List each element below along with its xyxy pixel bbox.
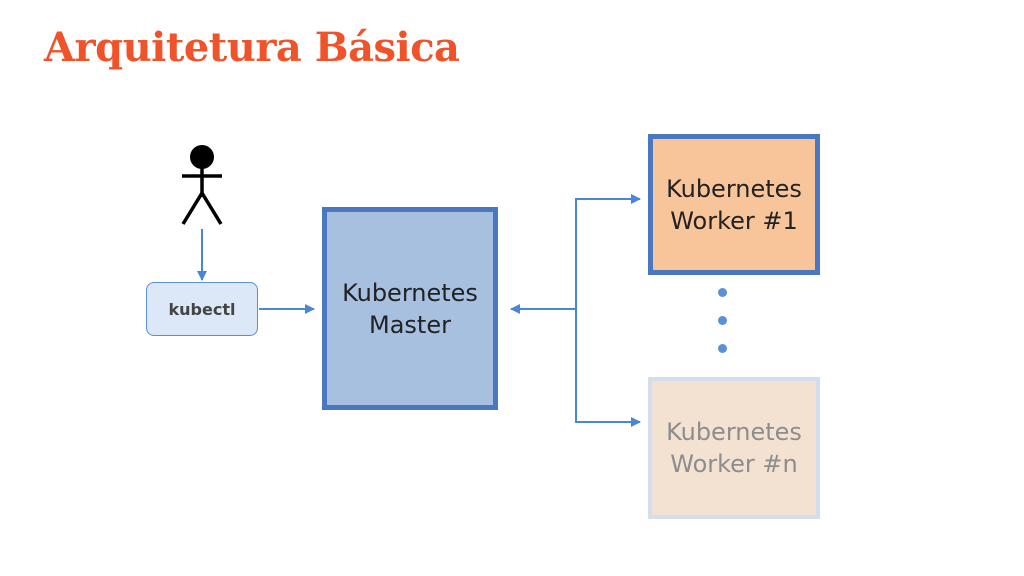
kubectl-node: kubectl	[146, 282, 258, 336]
dot	[718, 288, 727, 297]
slide-title: Arquitetura Básica	[44, 24, 460, 71]
user-icon	[181, 145, 223, 225]
kubectl-label: kubectl	[168, 299, 236, 319]
worker1-node: Kubernetes Worker #1	[648, 134, 820, 275]
worker1-line1: Kubernetes	[666, 174, 802, 203]
master-node: Kubernetes Master	[322, 207, 498, 410]
workern-line1: Kubernetes	[666, 418, 802, 446]
worker1-line2: Worker #1	[670, 206, 798, 235]
dot	[718, 344, 727, 353]
dot	[718, 316, 727, 325]
workern-line2: Worker #n	[670, 450, 798, 478]
workern-node: Kubernetes Worker #n	[648, 377, 820, 519]
master-line1: Kubernetes	[342, 278, 478, 307]
master-line2: Master	[369, 310, 451, 339]
ellipsis-dots	[716, 288, 730, 358]
